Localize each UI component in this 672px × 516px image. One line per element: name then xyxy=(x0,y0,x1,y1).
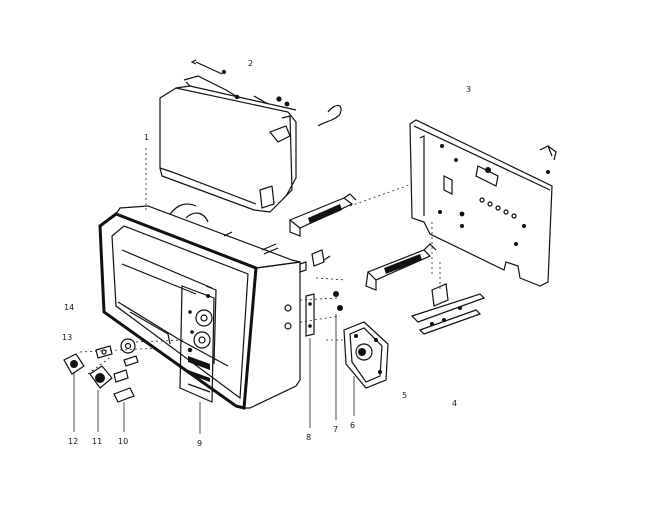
part-number-labels: 1 2 3 4 5 6 7 8 9 10 11 12 13 14 xyxy=(62,59,471,448)
part-label-2: 2 xyxy=(248,59,253,68)
part-label-13: 13 xyxy=(62,333,72,342)
part-knobs xyxy=(63,338,139,403)
leader-lines xyxy=(73,314,355,434)
part-label-14: 14 xyxy=(64,303,74,312)
part-label-12: 12 xyxy=(68,437,78,446)
part-label-5: 5 xyxy=(402,391,407,400)
part-narrow-bracket xyxy=(299,249,325,337)
part-label-4: 4 xyxy=(452,399,457,408)
part-label-8: 8 xyxy=(306,433,311,442)
part-label-3: 3 xyxy=(466,85,471,94)
part-top-cover xyxy=(159,69,297,213)
assembly-lines xyxy=(79,148,441,375)
part-socket-strip xyxy=(365,243,437,291)
part-main-cabinet xyxy=(98,203,301,410)
part-label-7: 7 xyxy=(333,425,338,434)
part-top-screws xyxy=(183,59,342,127)
part-rear-panel xyxy=(409,119,557,287)
part-speaker-plate xyxy=(343,321,389,389)
part-rail-bracket xyxy=(410,283,486,335)
part-label-10: 10 xyxy=(118,437,128,446)
part-label-9: 9 xyxy=(197,439,202,448)
part-top-socket-strip xyxy=(288,193,357,237)
part-label-1: 1 xyxy=(144,133,149,142)
part-label-6: 6 xyxy=(350,421,355,430)
part-label-11: 11 xyxy=(92,437,102,446)
part-bolts xyxy=(323,255,343,311)
